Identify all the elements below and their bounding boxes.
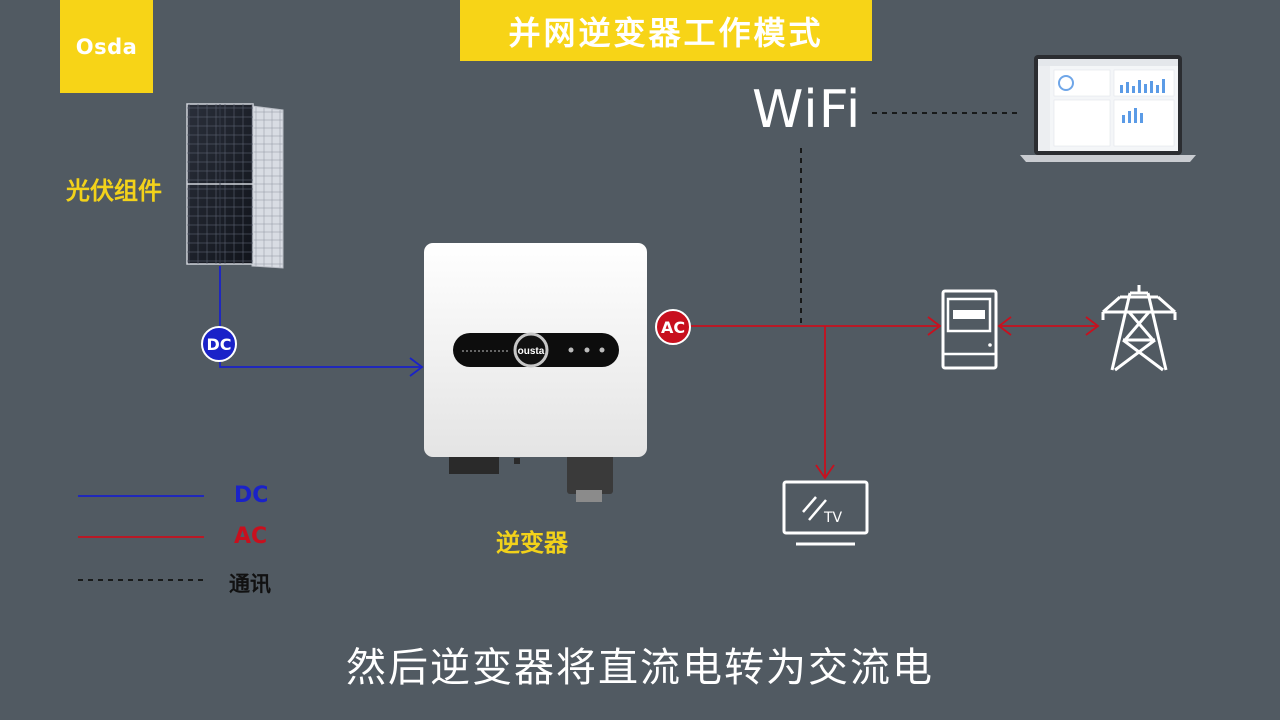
ac-badge: AC	[655, 309, 691, 345]
laptop-icon	[1020, 55, 1196, 162]
ac-line	[690, 316, 1100, 480]
brand-logo-text: Osda	[75, 34, 138, 59]
legend-dc-label: DC	[234, 483, 269, 508]
solar-panel-icon	[186, 103, 284, 269]
transmission-tower-icon	[1101, 285, 1177, 372]
electric-meter-icon	[941, 289, 998, 370]
tv-label: TV	[823, 510, 843, 526]
pv-module-label: 光伏组件	[66, 177, 162, 205]
inverter-label: 逆变器	[496, 529, 568, 557]
legend-ac-label: AC	[234, 524, 268, 549]
legend-comm-label: 通讯	[229, 572, 271, 596]
tv-icon: TV	[782, 480, 869, 546]
dc-badge: DC	[201, 326, 237, 362]
comm-line	[800, 112, 1020, 326]
page-title-banner: 并网逆变器工作模式	[460, 0, 872, 61]
legend-lines	[78, 495, 204, 581]
wifi-label: WiFi	[752, 80, 862, 140]
brand-logo: Osda	[60, 0, 153, 93]
dc-line	[219, 266, 424, 377]
inverter-brand-label: ousta	[518, 346, 545, 357]
page-title: 并网逆变器工作模式	[508, 13, 824, 52]
inverter-icon: ousta	[424, 243, 647, 502]
subtitle-caption: 然后逆变器将直流电转为交流电	[346, 645, 934, 691]
